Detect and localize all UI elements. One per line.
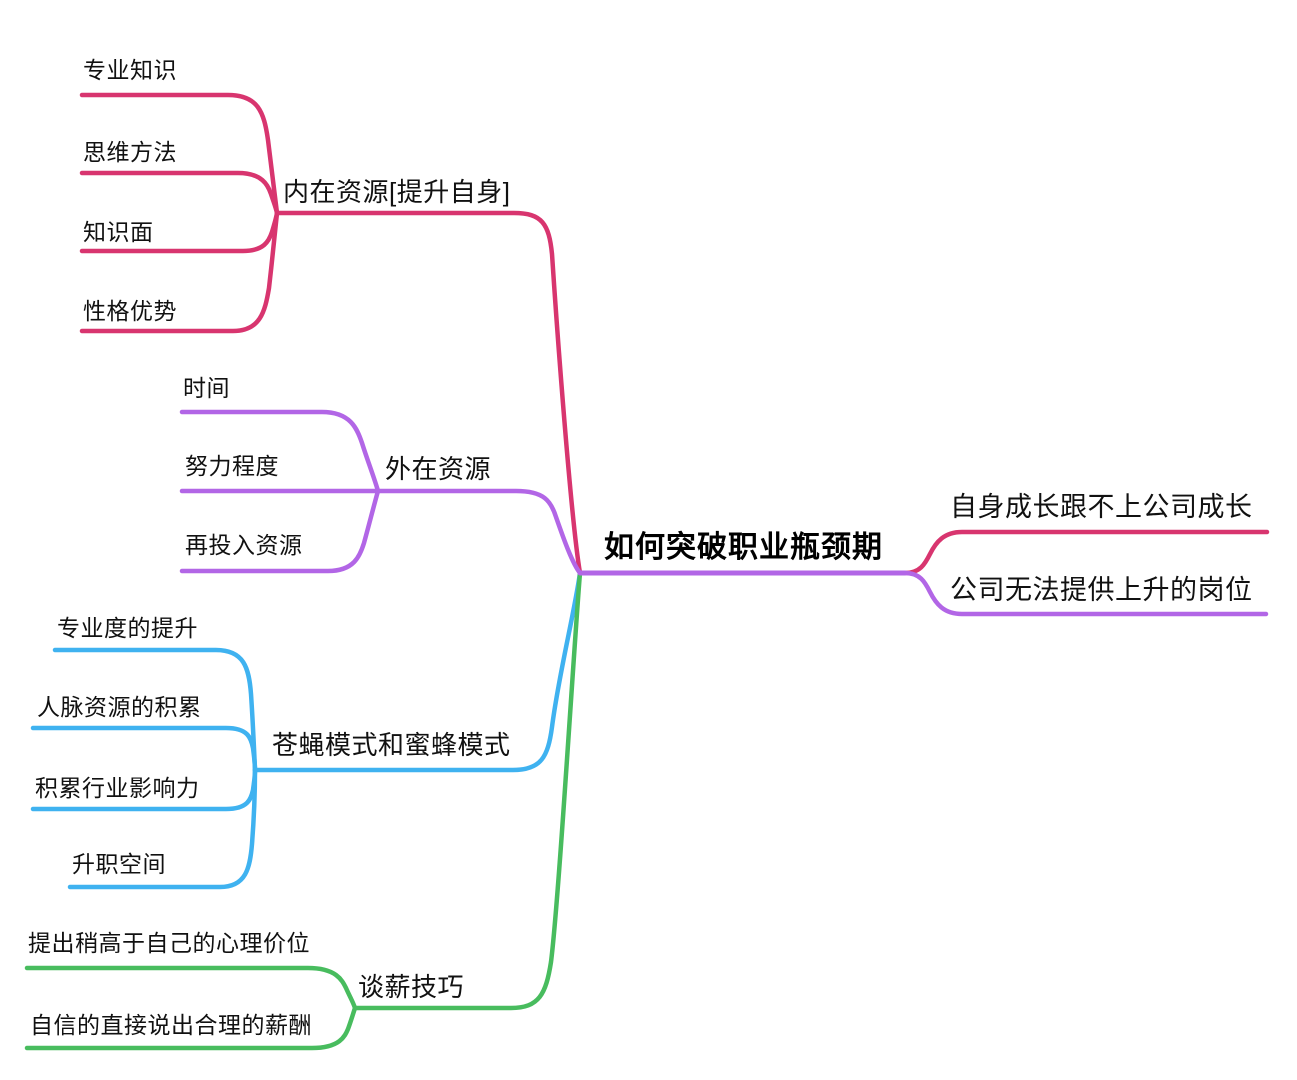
leaf-thinking-methods[interactable]: 思维方法 bbox=[83, 139, 177, 165]
edge-salary-negotiation-trunk bbox=[352, 570, 583, 1011]
edge-professional-knowledge bbox=[79, 92, 280, 216]
node-root[interactable]: 如何突破职业瓶颈期 bbox=[604, 531, 883, 564]
leaf-personality-strengths[interactable]: 性格优势 bbox=[83, 298, 177, 324]
leaf-confident-salary[interactable]: 自信的直接说出合理的薪酬 bbox=[30, 1012, 312, 1038]
edge-inner-resources-trunk bbox=[274, 210, 583, 576]
leaf-promotion-space[interactable]: 升职空间 bbox=[72, 851, 166, 877]
edge-thinking-methods bbox=[79, 170, 280, 216]
branch-salary-negotiation[interactable]: 谈薪技巧 bbox=[358, 972, 465, 1002]
leaf-psychological-price[interactable]: 提出稍高于自己的心理价位 bbox=[28, 930, 310, 956]
leaf-network-accumulation[interactable]: 人脉资源的积累 bbox=[37, 694, 202, 720]
edge-personality-strengths bbox=[79, 210, 280, 334]
leaf-professional-knowledge[interactable]: 专业知识 bbox=[83, 57, 177, 83]
edge-no-upward-position bbox=[902, 570, 1269, 617]
leaf-effort-level[interactable]: 努力程度 bbox=[185, 453, 279, 479]
node-self-growth-lag[interactable]: 自身成长跟不上公司成长 bbox=[950, 492, 1253, 522]
node-no-upward-position[interactable]: 公司无法提供上升的岗位 bbox=[950, 575, 1253, 605]
leaf-professional-improvement[interactable]: 专业度的提升 bbox=[57, 615, 198, 641]
edge-reinvest-resources bbox=[179, 488, 381, 574]
edge-confident-salary bbox=[24, 1005, 358, 1051]
leaf-industry-influence[interactable]: 积累行业影响力 bbox=[35, 775, 200, 801]
edge-time bbox=[179, 409, 381, 494]
branch-fly-bee-mode[interactable]: 苍蝇模式和蜜蜂模式 bbox=[272, 730, 511, 760]
branch-external-resources[interactable]: 外在资源 bbox=[385, 454, 492, 484]
edge-promotion-space bbox=[67, 767, 258, 890]
branch-inner-resources[interactable]: 内在资源[提升自身] bbox=[283, 177, 511, 207]
edge-self-growth-lag bbox=[902, 529, 1270, 576]
edge-external-resources-trunk bbox=[375, 488, 583, 576]
leaf-knowledge-breadth[interactable]: 知识面 bbox=[83, 219, 154, 245]
edge-psychological-price bbox=[24, 965, 358, 1011]
edge-fly-bee-trunk bbox=[252, 570, 583, 773]
edge-network-accumulation bbox=[30, 725, 258, 773]
leaf-reinvest-resources[interactable]: 再投入资源 bbox=[185, 532, 303, 558]
leaf-time[interactable]: 时间 bbox=[183, 375, 230, 401]
